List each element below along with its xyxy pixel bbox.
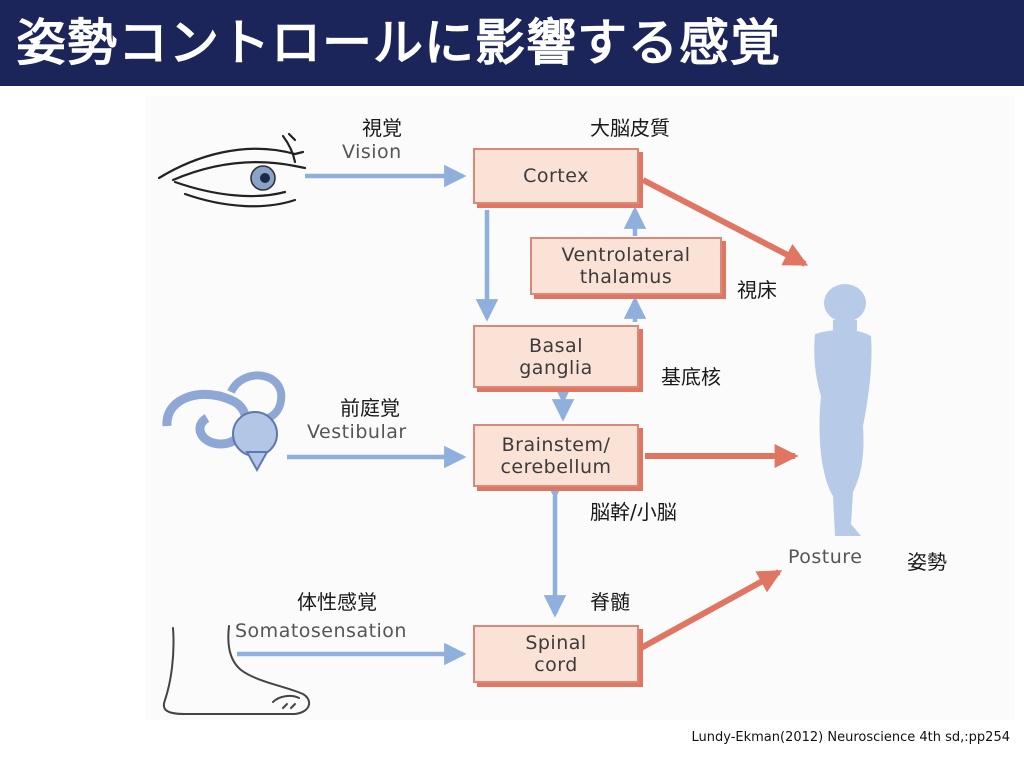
brainstem-box: Brainstem/ cerebellum <box>473 424 639 487</box>
title-bar: 姿勢コントロールに影響する感覚 <box>0 0 1024 86</box>
soma-label-ja: 体性感覚 <box>297 590 377 614</box>
vestibular-label-en: Vestibular <box>307 421 407 443</box>
eye-icon <box>157 132 307 208</box>
slide-title: 姿勢コントロールに影響する感覚 <box>16 14 781 72</box>
human-figure-icon <box>814 284 872 536</box>
diagram: Cortex Ventrolateral thalamus Basal gang… <box>145 96 1015 720</box>
posture-label-en: Posture <box>788 546 863 568</box>
thalamus-box: Ventrolateral thalamus <box>530 237 722 295</box>
vision-label-ja: 視覚 <box>362 116 402 140</box>
cortex-label-ja: 大脳皮質 <box>590 116 670 140</box>
basal-ganglia-box: Basal ganglia <box>473 325 639 388</box>
basal-label-ja: 基底核 <box>661 365 721 389</box>
cortex-box: Cortex <box>473 148 639 204</box>
thalamus-label-ja: 視床 <box>737 278 777 302</box>
vestibular-label-ja: 前庭覚 <box>340 396 400 420</box>
diagram-canvas <box>157 132 872 715</box>
spinal-cord-box: Spinal cord <box>473 625 639 683</box>
spinal-label-ja: 脊髄 <box>590 590 630 614</box>
inner-ear-icon <box>162 371 286 473</box>
vision-label-en: Vision <box>342 141 402 163</box>
spinal-to-posture-arrow <box>639 569 783 651</box>
cortex-to-posture-arrow <box>641 177 809 267</box>
citation: Lundy-Ekman(2012) Neuroscience 4th sd,:p… <box>691 730 1011 745</box>
foot-icon <box>162 625 311 715</box>
brainstem-label-ja: 脳幹/小脳 <box>590 500 677 524</box>
posture-label-ja: 姿勢 <box>907 550 947 574</box>
soma-label-en: Somatosensation <box>235 620 407 642</box>
